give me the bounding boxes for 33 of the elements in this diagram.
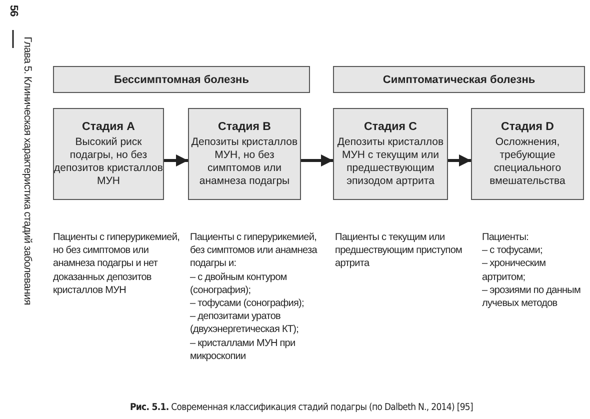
patient-description: Пациенты с гиперурикемией, но без симптомов или анамнеза подагры и нет доказанных депозитов кристаллов МУН bbox=[53, 231, 181, 298]
arrow bbox=[448, 154, 471, 166]
figure-caption: Рис. 5.1. Современная классификация стадий подагры (по Dalbeth N., 2014) [95] bbox=[130, 401, 473, 414]
stage-box bbox=[333, 108, 448, 200]
list-item: – тофусами (сонография); bbox=[190, 297, 305, 310]
stage-heading: Стадия А bbox=[82, 121, 135, 133]
group-band bbox=[333, 66, 585, 93]
stage-description: Депозиты кристаллов МУН, но без симптомов или анамнеза подагры bbox=[190, 136, 299, 188]
arrow bbox=[164, 154, 188, 166]
list-item: – с двойным контуром (сонография); bbox=[190, 270, 288, 297]
list-item: – эрозиями по данным лучевых методов bbox=[482, 284, 582, 310]
stage-description: Высокий риск подагры, но без депозитов кристаллов МУН bbox=[54, 136, 163, 188]
stage-heading: Стадия D bbox=[501, 121, 554, 133]
page-number: 56 bbox=[6, 4, 20, 18]
band-title: Бессимптомная болезнь bbox=[114, 74, 249, 86]
patient-description: Пациенты с гиперурикемией, без симптомов или анамнеза подагры и: bbox=[190, 231, 318, 271]
stage-heading: Стадия С bbox=[364, 121, 417, 133]
stage-description: Депозиты кристаллов МУН с текущим или предшествующим эпизодом артрита bbox=[336, 136, 445, 188]
stage-heading: Стадия В bbox=[218, 121, 271, 133]
list-item: – хроническим артритом; bbox=[482, 257, 547, 284]
running-head: Глава 5. Клиническая характеристика стадий заболевания bbox=[20, 36, 34, 307]
stage-description: Осложнения, требующие специального вмешательства bbox=[488, 136, 566, 188]
list-item: – кристаллами МУН при микроскопии bbox=[190, 336, 296, 363]
list-item: – депозитами уратов (двухэнергетическая КТ); bbox=[190, 310, 300, 337]
group-band bbox=[53, 66, 310, 93]
stage-box bbox=[188, 108, 301, 200]
patient-description: Пациенты с текущим или предшествующим приступом артрита bbox=[335, 231, 464, 271]
stage-box bbox=[471, 108, 584, 200]
stage-box bbox=[53, 108, 164, 200]
arrow bbox=[301, 154, 333, 166]
band-title: Симптоматическая болезнь bbox=[382, 74, 536, 86]
patient-description: Пациенты: bbox=[482, 231, 530, 244]
list-item: – с тофусами; bbox=[482, 244, 544, 258]
